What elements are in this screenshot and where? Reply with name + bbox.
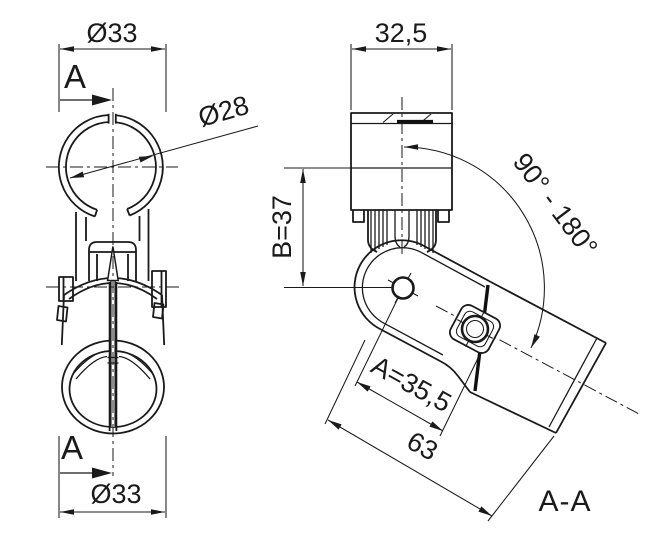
angled-tube-inner-face — [548, 337, 598, 428]
label-length-a35-5: A=35,5 — [366, 350, 456, 418]
section-feet — [352, 210, 450, 223]
arm-cap-outer — [353, 239, 426, 331]
label-section-a-bottom: A — [61, 429, 83, 466]
section-arrow-bottom-head — [92, 467, 112, 479]
arm-inner-edges — [383, 252, 486, 356]
dim-b37-lines — [284, 167, 392, 289]
bore-edge-arcs — [72, 350, 154, 380]
side-clips — [56, 270, 167, 323]
dim-dia28-arrows — [70, 156, 153, 178]
hinge-block-edges — [367, 210, 437, 253]
label-dia28: Ø28 — [195, 90, 252, 133]
arm-edges — [380, 245, 490, 393]
bolt-shaft — [107, 281, 119, 427]
label-dia33-bottom: Ø33 — [90, 479, 141, 509]
label-width-32-5: 32,5 — [375, 18, 428, 48]
body-slit — [108, 282, 118, 431]
hinge-saddle — [394, 210, 410, 248]
clamp-ring — [57, 114, 164, 218]
bolt-hole-inner — [465, 319, 485, 339]
dim-dia33-top-lines — [58, 44, 167, 112]
labels: Ø33 A Ø28 32,5 B=37 90° - 180° A=35,5 63… — [61, 18, 603, 518]
dim-63-lines — [324, 339, 555, 522]
arm-cap-inner — [361, 247, 423, 324]
label-angle-range: 90° - 180° — [507, 147, 604, 261]
dim-dia33-bottom-lines — [58, 436, 167, 518]
label-height-b37: B=37 — [267, 195, 297, 259]
centerlines — [46, 88, 403, 476]
bolt-hole — [460, 314, 490, 344]
dim-dia28-leader — [69, 125, 259, 179]
clamp-body-sides — [60, 209, 166, 346]
label-length-63: 63 — [402, 426, 443, 467]
ring-slit-mask — [109, 113, 116, 124]
dim-a35-arrows — [357, 382, 443, 431]
dim-b37-arrows — [300, 169, 306, 286]
angle-arc — [403, 146, 545, 349]
dim-32-5-lines — [350, 44, 453, 110]
ring-slit — [107, 113, 117, 124]
hinge-ribs — [370, 210, 434, 253]
front-view — [56, 113, 167, 435]
dim-a35-lines — [354, 295, 482, 437]
label-dia33-top: Ø33 — [86, 18, 137, 48]
angled-tube-centerline — [435, 305, 642, 416]
angled-tube — [469, 280, 607, 434]
section-arrow-top-head — [92, 94, 112, 106]
dimensions — [58, 44, 555, 522]
pivot-hole — [391, 276, 415, 300]
label-section-a-top: A — [64, 58, 86, 95]
label-section-view-aa: A-A — [538, 485, 591, 518]
